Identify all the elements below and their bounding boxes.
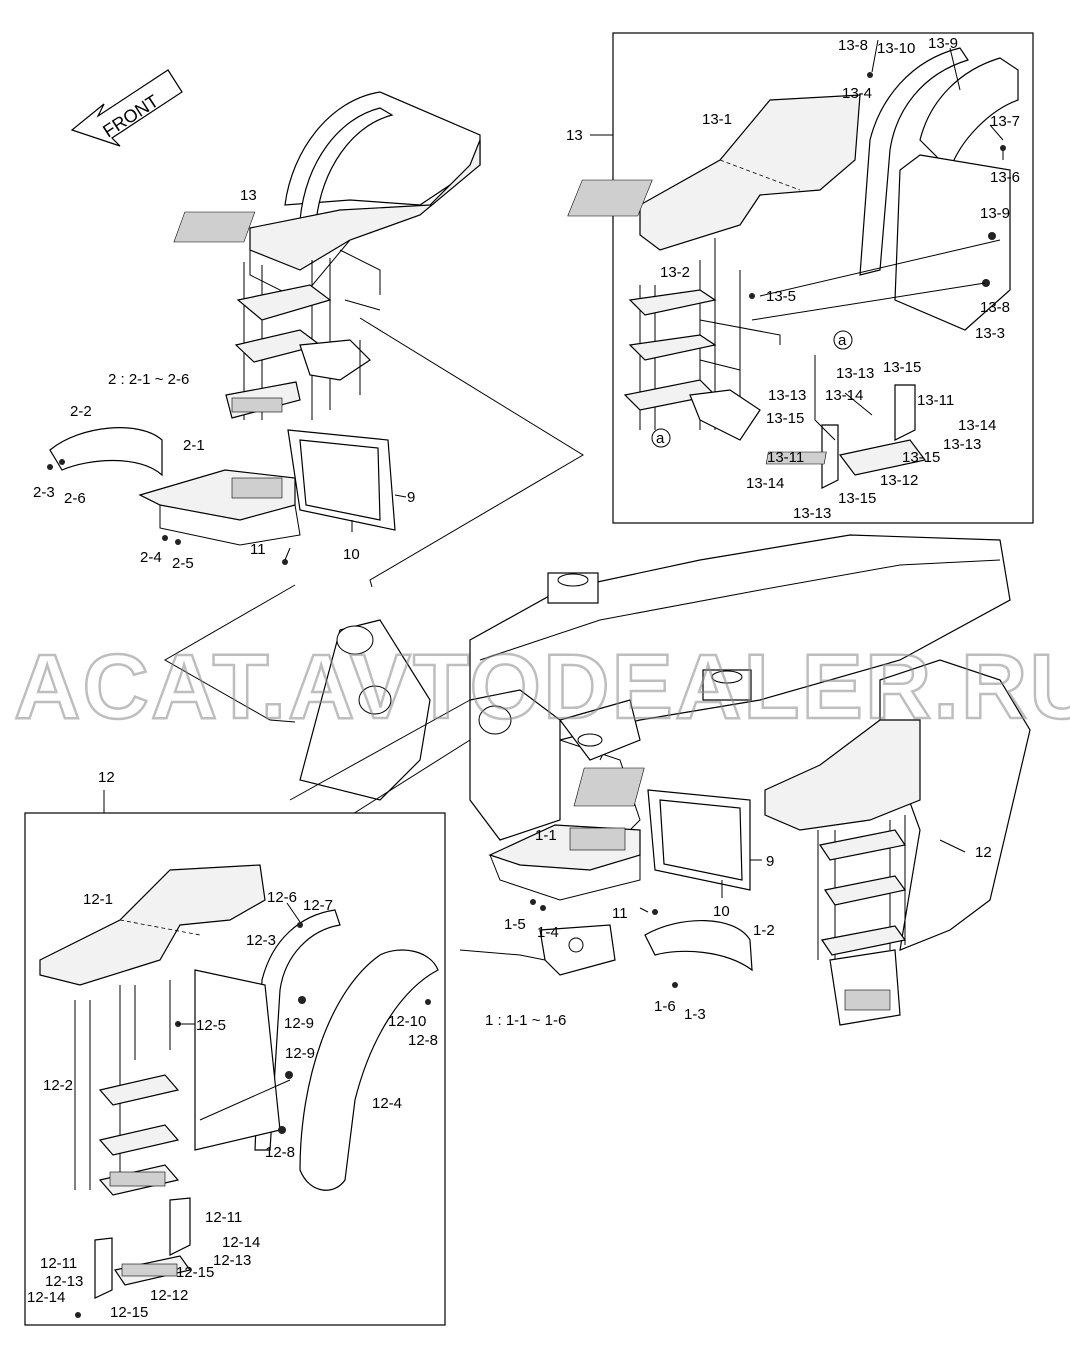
label-12-14b: 12-14 (27, 1289, 65, 1306)
label-12-9a: 12-9 (284, 1015, 314, 1032)
label-13-8b: 13-8 (980, 299, 1010, 316)
group-1-parts (459, 789, 762, 988)
label-12-1: 12-1 (83, 891, 113, 908)
label-13-9b: 13-9 (980, 205, 1010, 222)
group-2-parts (47, 427, 407, 565)
label-13-7: 13-7 (990, 113, 1020, 130)
label-11-lower: 11 (612, 905, 628, 922)
label-10-lower: 10 (713, 903, 730, 920)
label-13-box: 13 (566, 127, 583, 144)
label-13-2: 13-2 (660, 264, 690, 281)
label-1-3: 1-3 (684, 1006, 706, 1023)
label-12-9b: 12-9 (285, 1045, 315, 1062)
label-12-10: 12-10 (388, 1013, 426, 1030)
label-12-11b: 12-11 (40, 1255, 77, 1272)
label-12-6: 12-6 (267, 889, 297, 906)
fender-assembly-13 (173, 91, 481, 420)
label-1-6: 1-6 (654, 998, 676, 1015)
label-13-6: 13-6 (990, 169, 1020, 186)
label-13-11b: 13-11 (767, 449, 804, 466)
ref-marker-a-top: a (838, 332, 847, 349)
label-12-14a: 12-14 (222, 1234, 260, 1251)
label-12-15b: 12-15 (110, 1304, 148, 1321)
main-frame (279, 534, 1011, 861)
group-1-caption: 1 : 1-1 ~ 1-6 (485, 1012, 566, 1029)
label-13-15c: 13-15 (902, 449, 940, 466)
label-12-main: 12 (975, 844, 992, 861)
label-13-1: 13-1 (702, 111, 732, 128)
label-13-13c: 13-13 (943, 436, 981, 453)
label-13-9a: 13-9 (928, 35, 958, 52)
label-13-15d: 13-15 (838, 490, 876, 507)
label-13-5: 13-5 (766, 288, 796, 305)
label-2-2: 2-2 (70, 403, 92, 420)
label-12-4: 12-4 (372, 1095, 402, 1112)
label-2-6: 2-6 (64, 490, 86, 507)
group-2-caption: 2 : 2-1 ~ 2-6 (108, 371, 189, 388)
label-13-13a: 13-13 (836, 365, 874, 382)
label-2-5: 2-5 (172, 555, 194, 572)
label-12-13b: 12-13 (45, 1273, 83, 1290)
label-9-lower: 9 (766, 853, 774, 870)
label-2-4: 2-4 (140, 549, 162, 566)
label-12-3: 12-3 (246, 932, 276, 949)
label-13: 13 (240, 187, 257, 204)
label-13-14b: 13-14 (958, 417, 996, 434)
label-12-15a: 12-15 (176, 1264, 214, 1281)
label-1-2: 1-2 (753, 922, 775, 939)
label-13-13d: 13-13 (793, 505, 831, 522)
label-1-4: 1-4 (537, 924, 559, 941)
label-13-3: 13-3 (975, 325, 1005, 342)
label-2-1: 2-1 (183, 437, 205, 454)
label-13-15b: 13-15 (766, 410, 804, 427)
label-12-13a: 12-13 (213, 1252, 251, 1269)
label-10-upper: 10 (343, 546, 360, 563)
label-12-box: 12 (98, 769, 115, 786)
label-13-8a: 13-8 (838, 37, 868, 54)
label-12-12: 12-12 (150, 1287, 188, 1304)
label-12-7: 12-7 (303, 897, 333, 914)
label-13-10: 13-10 (877, 40, 915, 57)
watermark: ACAT.AVTODEALER.RU (14, 636, 1070, 738)
label-12-11a: 12-11 (205, 1209, 242, 1226)
label-1-1: 1-1 (535, 827, 557, 844)
label-13-12: 13-12 (880, 472, 918, 489)
label-13-4: 13-4 (842, 85, 872, 102)
label-13-15a: 13-15 (883, 359, 921, 376)
label-12-8a: 12-8 (408, 1032, 438, 1049)
label-12-5: 12-5 (196, 1017, 226, 1034)
fender-assembly-12 (573, 659, 1031, 1026)
label-13-14c: 13-14 (746, 475, 784, 492)
label-2-3: 2-3 (33, 484, 55, 501)
label-1-5: 1-5 (504, 916, 526, 933)
label-12-2: 12-2 (43, 1077, 73, 1094)
label-13-14a: 13-14 (825, 387, 863, 404)
inset-13-parts (567, 39, 1019, 489)
label-13-11a: 13-11 (917, 392, 954, 409)
label-13-13b: 13-13 (768, 387, 806, 404)
label-9-upper: 9 (407, 489, 415, 506)
label-11-upper: 11 (250, 541, 266, 558)
front-arrow: FRONT (70, 69, 183, 147)
inset-12-parts (39, 864, 439, 1318)
ref-marker-a-bottom: a (656, 430, 665, 447)
label-12-8b: 12-8 (265, 1144, 295, 1161)
